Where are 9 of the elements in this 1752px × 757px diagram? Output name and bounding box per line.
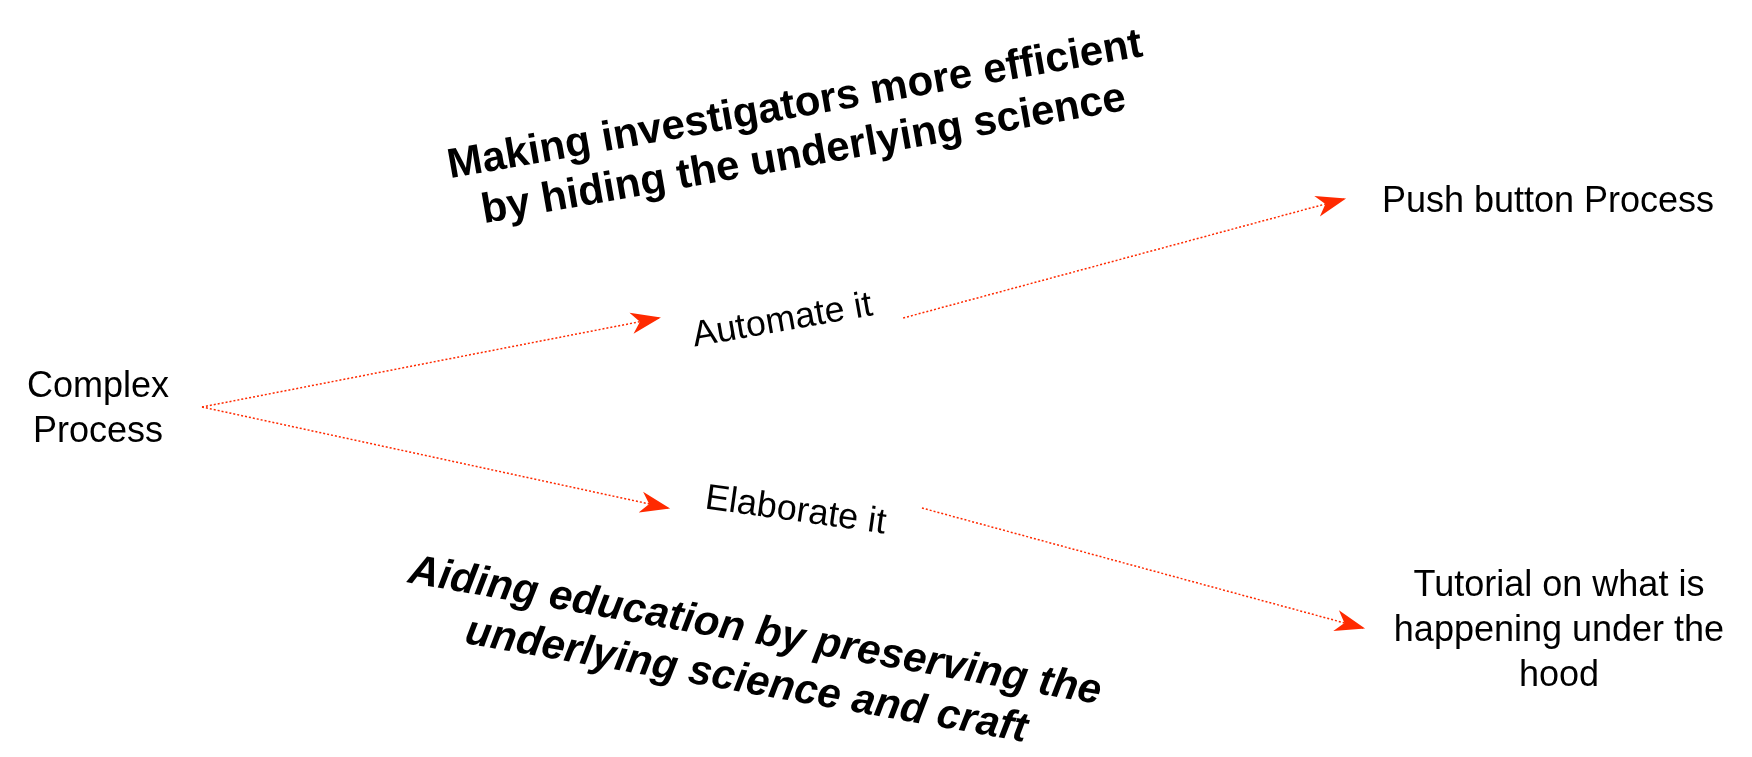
arrow bbox=[921, 507, 1366, 631]
node-text: Automate it bbox=[664, 275, 900, 361]
arrow bbox=[201, 312, 661, 408]
arrow bbox=[902, 195, 1347, 319]
node-text: Push button Process bbox=[1350, 176, 1746, 222]
heading-note: Making investigators more efficient by hiding the underlying science bbox=[442, 17, 1147, 234]
node-text: Tutorial on what is happening under the hood bbox=[1369, 560, 1749, 696]
node-text: Complex Process bbox=[0, 362, 198, 452]
arrow bbox=[201, 406, 671, 513]
